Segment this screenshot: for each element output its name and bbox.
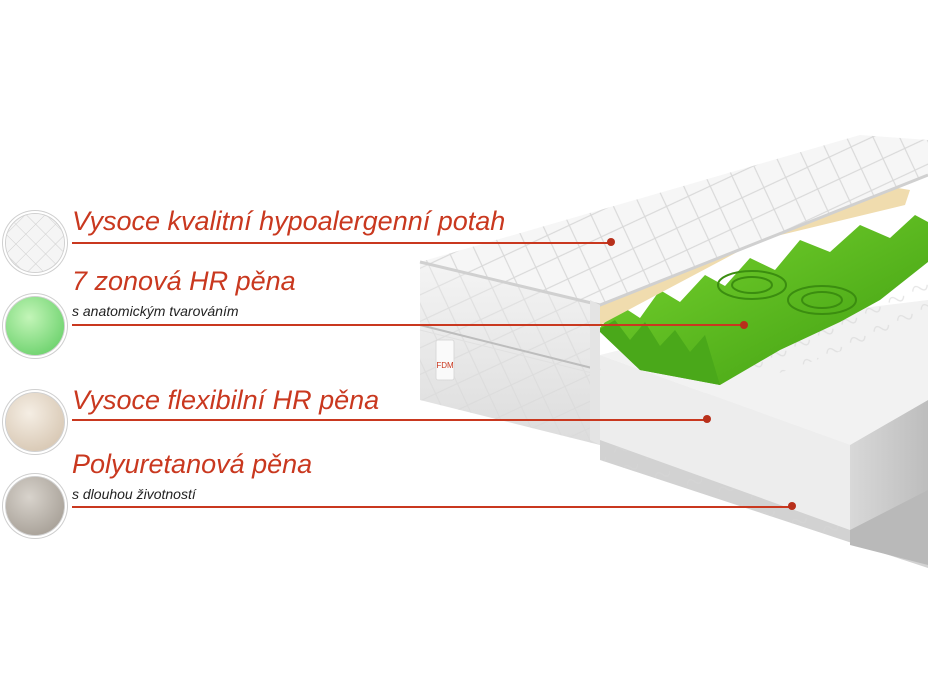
cover-title: Vysoce kvalitní hypoalergenní potah [72, 206, 506, 236]
pu-foam-subtitle: s dlouhou životností [72, 486, 196, 502]
pu-foam-title: Polyuretanová pěna [72, 449, 313, 479]
beige-foam-swatch-icon [6, 393, 64, 451]
flex-foam-leader-line [72, 419, 708, 421]
zone-foam-marker-dot [740, 321, 748, 329]
comfort-strip [597, 185, 910, 325]
grey-foam-swatch-icon [6, 477, 64, 535]
cover-layer: FDM [419, 135, 928, 445]
zone-foam-title: 7 zonová HR pěna [72, 266, 296, 296]
zone-foam-leader-line [72, 324, 744, 326]
cover-leader-line [72, 242, 612, 244]
zone-foam-subtitle: s anatomickým tvarováním [72, 303, 239, 319]
cover-marker-dot [607, 238, 615, 246]
quilted-fabric-swatch-icon [6, 214, 64, 272]
zone-foam-layer [598, 215, 928, 385]
brand-label: FDM [436, 361, 454, 370]
green-foam-swatch-icon [6, 297, 64, 355]
flex-foam-title: Vysoce flexibilní HR pěna [72, 385, 380, 415]
brand-tag [435, 339, 455, 381]
flex-foam-marker-dot [703, 415, 711, 423]
pu-foam-leader-line [72, 506, 792, 508]
pu-foam-marker-dot [788, 502, 796, 510]
